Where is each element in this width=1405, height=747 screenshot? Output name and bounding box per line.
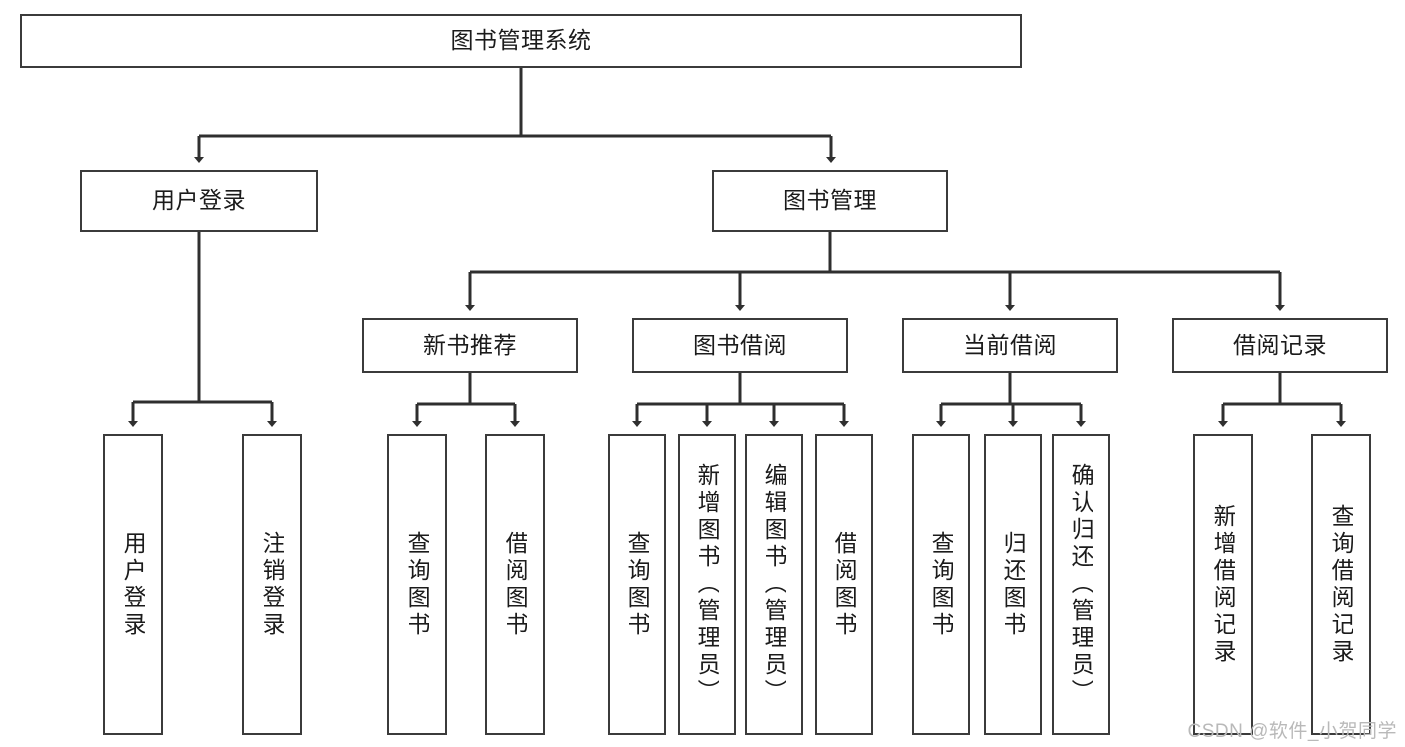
node-new-book-recommend-label: 新书推荐: [423, 331, 517, 358]
watermark: CSDN @软件_小贺同学: [1187, 721, 1397, 742]
node-new-book-recommend[interactable]: 新书推荐: [362, 318, 578, 373]
node-root[interactable]: 图书管理系统: [20, 14, 1022, 68]
leaf-borrow-book-label: 借阅图书: [831, 530, 857, 639]
leaf-query-book-current-label: 查询图书: [928, 530, 954, 639]
leaf-return-book-label: 归还图书: [1000, 530, 1026, 639]
node-user-login-label: 用户登录: [152, 187, 246, 214]
leaf-logout-label: 注销登录: [259, 530, 285, 639]
leaf-borrow-book-recommend[interactable]: 借阅图书: [485, 434, 545, 735]
leaf-query-book-recommend-label: 查询图书: [404, 530, 430, 639]
leaf-add-borrow-record-label: 新增借阅记录: [1210, 503, 1236, 666]
node-current-borrow-label: 当前借阅: [963, 331, 1057, 358]
node-book-management-label: 图书管理: [783, 187, 877, 214]
leaf-add-borrow-record[interactable]: 新增借阅记录: [1193, 434, 1253, 735]
leaf-edit-book[interactable]: 编辑图书（管理员）: [745, 434, 803, 735]
node-book-management[interactable]: 图书管理: [712, 170, 948, 232]
leaf-query-borrow-record[interactable]: 查询借阅记录: [1311, 434, 1371, 735]
node-current-borrow[interactable]: 当前借阅: [902, 318, 1118, 373]
node-borrow-records[interactable]: 借阅记录: [1172, 318, 1388, 373]
leaf-query-book-borrow-label: 查询图书: [624, 530, 650, 639]
leaf-confirm-return-label: 确认归还（管理员）: [1068, 463, 1094, 706]
leaf-query-book-recommend[interactable]: 查询图书: [387, 434, 447, 735]
leaf-query-book-current[interactable]: 查询图书: [912, 434, 970, 735]
leaf-logout[interactable]: 注销登录: [242, 434, 302, 735]
leaf-add-book[interactable]: 新增图书（管理员）: [678, 434, 736, 735]
leaf-query-borrow-record-label: 查询借阅记录: [1328, 503, 1354, 666]
leaf-user-login[interactable]: 用户登录: [103, 434, 163, 735]
node-book-borrow[interactable]: 图书借阅: [632, 318, 848, 373]
leaf-edit-book-label: 编辑图书（管理员）: [761, 463, 787, 706]
node-book-borrow-label: 图书借阅: [693, 331, 787, 358]
leaf-borrow-book[interactable]: 借阅图书: [815, 434, 873, 735]
leaf-borrow-book-recommend-label: 借阅图书: [502, 530, 528, 639]
leaf-user-login-label: 用户登录: [120, 530, 146, 639]
node-borrow-records-label: 借阅记录: [1233, 331, 1327, 358]
leaf-add-book-label: 新增图书（管理员）: [694, 463, 720, 706]
node-user-login[interactable]: 用户登录: [80, 170, 318, 232]
leaf-query-book-borrow[interactable]: 查询图书: [608, 434, 666, 735]
leaf-return-book[interactable]: 归还图书: [984, 434, 1042, 735]
leaf-confirm-return[interactable]: 确认归还（管理员）: [1052, 434, 1110, 735]
node-root-label: 图书管理系统: [450, 27, 592, 54]
